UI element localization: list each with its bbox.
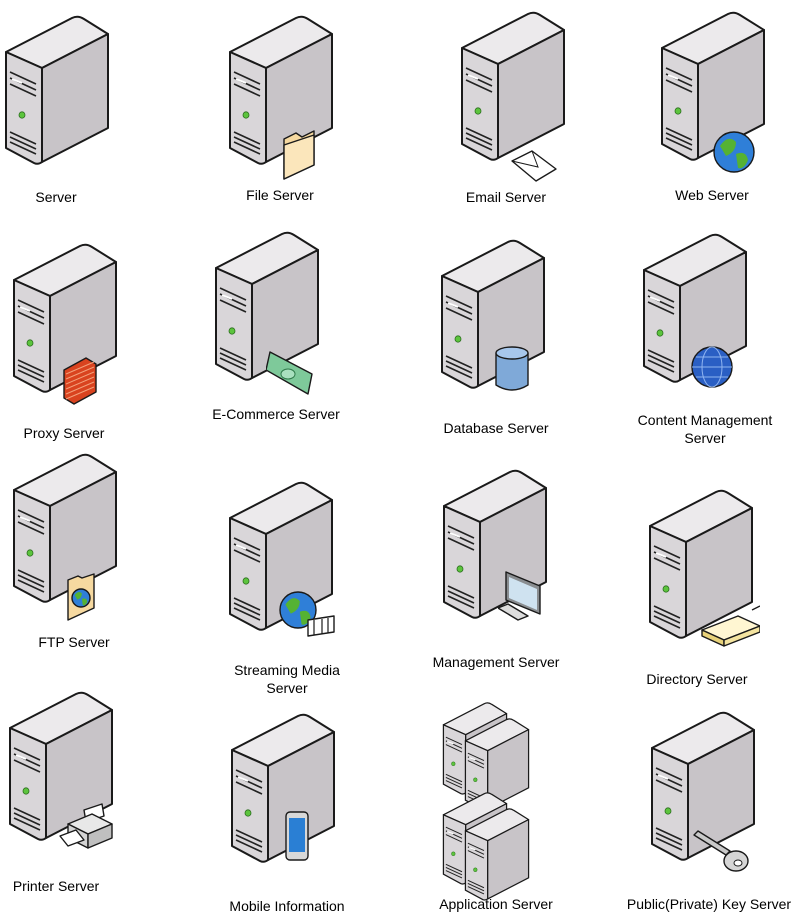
power-led-icon: [656, 329, 664, 337]
power-led-icon: [242, 577, 250, 585]
server-tower-icon: [461, 11, 565, 161]
label-line: Directory Server: [646, 671, 748, 687]
label-line: Public(Private) Key Server: [626, 896, 792, 912]
globe-folder-icon: [67, 573, 95, 621]
web-server-label: Web Server: [675, 186, 749, 204]
printer-server-label: Printer Server: [13, 877, 99, 895]
globe-film-icon: [279, 591, 335, 637]
server-tower-icon: [13, 243, 117, 393]
label-line: File Server: [246, 187, 314, 203]
monitor-keyboard-icon: [498, 571, 541, 621]
printer-icon: [59, 803, 113, 849]
power-led-icon: [244, 809, 252, 817]
label-line: Content Management: [637, 412, 773, 428]
label-line: Printer Server: [12, 878, 100, 894]
power-led-icon: [473, 777, 478, 783]
globe-icon: [713, 131, 755, 173]
power-led-icon: [454, 335, 462, 343]
server-tower-icon: [661, 11, 765, 161]
mobile-information-label: Mobile Information: [229, 897, 344, 915]
server-tower-icon: [13, 453, 117, 603]
ecommerce-server-label: E-Commerce Server: [212, 405, 340, 423]
power-led-icon: [22, 787, 30, 795]
management-server-label: Management Server: [433, 653, 560, 671]
power-led-icon: [26, 549, 34, 557]
firewall-icon: [63, 357, 97, 405]
banknote-icon: [266, 351, 313, 395]
server-tower-icon: [464, 718, 530, 811]
directory-server-label: Directory Server: [646, 670, 747, 688]
server-tower-icon: [231, 713, 335, 863]
server-tower-icon: [651, 711, 755, 861]
label-line: Web Server: [675, 187, 749, 203]
power-led-icon: [473, 867, 478, 873]
power-led-icon: [18, 111, 26, 119]
power-led-icon: [674, 107, 682, 115]
envelope-icon: [511, 150, 557, 182]
database-cylinder-icon: [495, 346, 529, 391]
label-line: Email Server: [465, 189, 547, 205]
power-led-icon: [451, 761, 456, 767]
server-tower-icon: [5, 15, 109, 165]
label-line: Server: [684, 430, 726, 446]
book-icon: [701, 605, 760, 647]
power-led-icon: [451, 851, 456, 857]
server-tower-icon: [643, 233, 747, 383]
proxy-server-label: Proxy Server: [24, 424, 105, 442]
database-server-label: Database Server: [443, 419, 548, 437]
power-led-icon: [662, 585, 670, 593]
key-icon: [693, 830, 749, 872]
folder-icon: [283, 130, 315, 180]
server-tower-icon: [229, 15, 333, 165]
server-label: Server: [35, 188, 76, 206]
power-led-icon: [474, 107, 482, 115]
label-line: Management Server: [432, 654, 560, 670]
key-server-label: Public(Private) Key Server: [627, 895, 791, 913]
ftp-server-label: FTP Server: [38, 633, 109, 651]
server-tower-icon: [464, 808, 530, 901]
blue-sphere-icon: [691, 346, 733, 388]
file-server-label: File Server: [246, 186, 314, 204]
server-tower-icon: [229, 481, 333, 631]
application-server-label: Application Server: [439, 895, 553, 913]
label-line: Server: [266, 680, 308, 696]
power-led-icon: [664, 807, 672, 815]
label-line: Server: [35, 189, 77, 205]
power-led-icon: [26, 339, 34, 347]
server-tower-icon: [215, 231, 319, 381]
label-line: Proxy Server: [23, 425, 105, 441]
phone-icon: [285, 811, 309, 861]
power-led-icon: [228, 327, 236, 335]
label-line: Mobile Information: [229, 898, 345, 914]
email-server-label: Email Server: [466, 188, 546, 206]
label-line: Streaming Media: [234, 662, 340, 678]
label-line: Application Server: [439, 896, 553, 912]
label-line: Database Server: [443, 420, 549, 436]
power-led-icon: [456, 565, 464, 573]
power-led-icon: [242, 111, 250, 119]
label-line: FTP Server: [38, 634, 110, 650]
label-line: E-Commerce Server: [212, 406, 340, 422]
server-tower-icon: [649, 489, 753, 639]
